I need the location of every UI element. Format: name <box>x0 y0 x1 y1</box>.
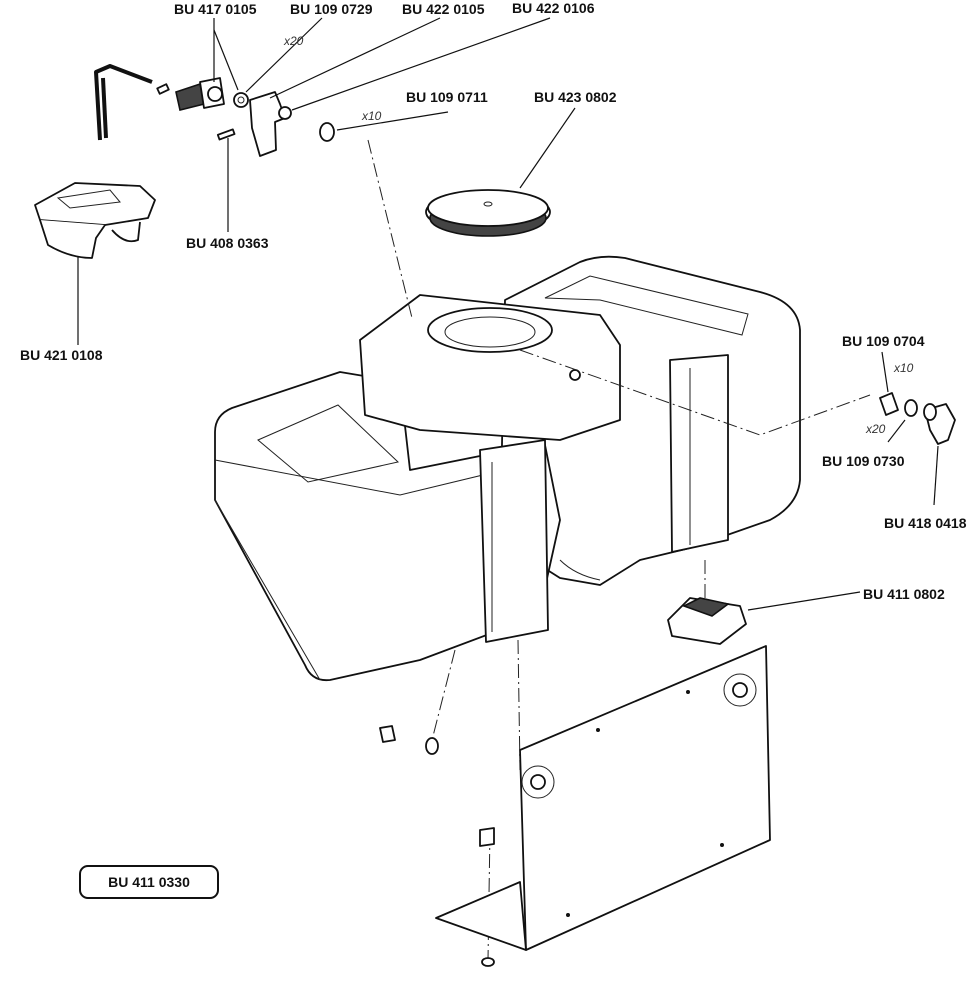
part-labels: BU 417 0105 BU 109 0729 BU 422 0105 BU 4… <box>20 0 967 602</box>
label-421-0108: BU 421 0108 <box>20 347 103 363</box>
label-109-0704: BU 109 0704 <box>842 333 925 349</box>
label-422-0106: BU 422 0106 <box>512 0 595 16</box>
qty-109-0711: x10 <box>361 109 382 123</box>
assembly-code-box: BU 411 0330 <box>79 865 219 899</box>
label-423-0802: BU 423 0802 <box>534 89 617 105</box>
qty-109-0704: x10 <box>893 361 914 375</box>
float-cover-part <box>34 182 156 259</box>
qty-109-0730: x20 <box>865 422 886 436</box>
trough-body <box>214 255 801 682</box>
label-418-0418: BU 418 0418 <box>884 515 967 531</box>
label-109-0730: BU 109 0730 <box>822 453 905 469</box>
label-417-0105: BU 417 0105 <box>174 1 257 17</box>
lid-disc-part <box>425 189 551 237</box>
right-fittings <box>879 392 956 445</box>
label-422-0105: BU 422 0105 <box>402 1 485 17</box>
quantity-markers: x20 x10 x10 x20 <box>283 34 914 436</box>
label-411-0802: BU 411 0802 <box>863 586 945 602</box>
label-109-0729: BU 109 0729 <box>290 1 373 17</box>
mounting-plate <box>435 645 771 951</box>
label-109-0711: BU 109 0711 <box>406 89 488 105</box>
label-408-0363: BU 408 0363 <box>186 235 269 251</box>
leader-lines <box>77 17 939 611</box>
assembly-code-label: BU 411 0330 <box>108 874 190 890</box>
screw-and-washer <box>379 725 495 967</box>
valve-assembly <box>94 64 335 157</box>
qty-109-0729: x20 <box>283 34 304 48</box>
assembly-lines <box>367 139 871 961</box>
drain-plug-part <box>667 597 747 645</box>
